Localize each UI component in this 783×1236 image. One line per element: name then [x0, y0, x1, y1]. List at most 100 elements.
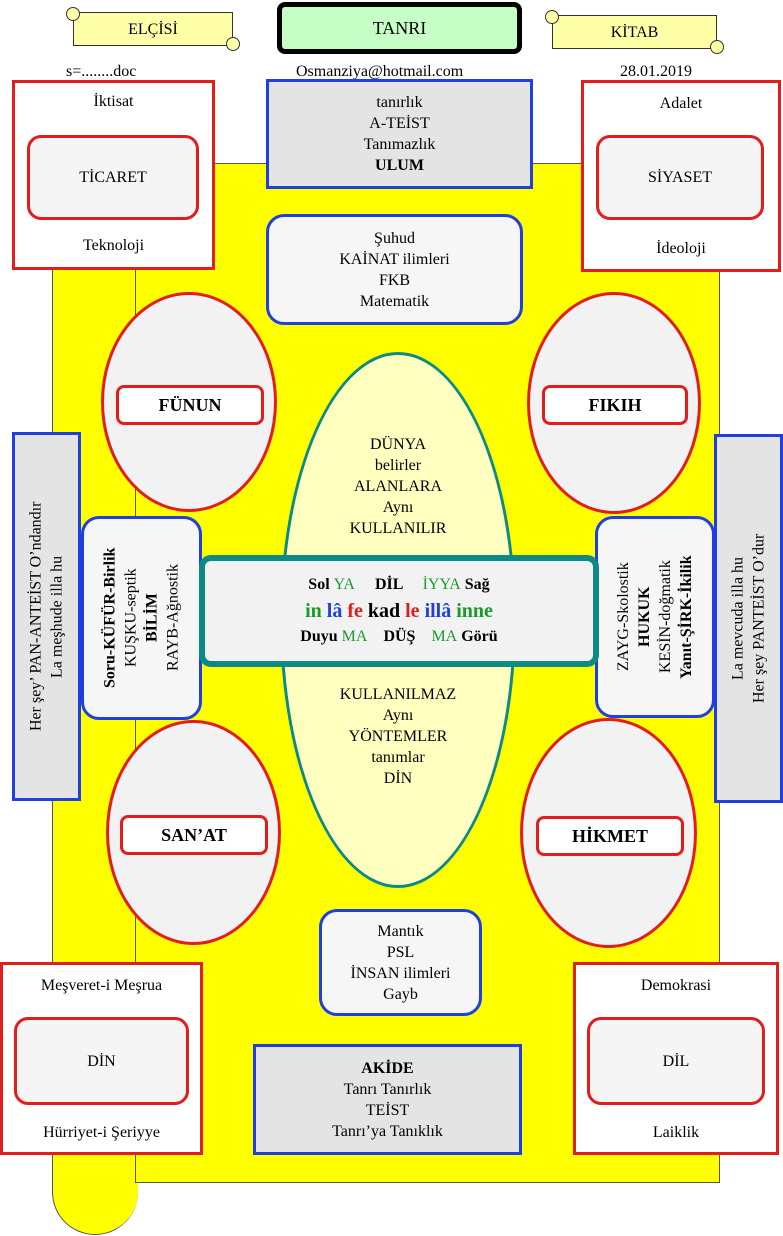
- bilim-line-3: BİLİM: [143, 593, 161, 643]
- funun-ellipse: FÜNUN: [101, 292, 277, 512]
- kainat-line-2: KAİNAT ilimleri: [339, 250, 450, 268]
- email-note: Osmanziya@hotmail.com: [296, 63, 464, 80]
- insan-line-1: Mantık: [377, 922, 424, 940]
- formula-row-3: Duyu MA DÜŞ MA Görü: [300, 625, 497, 649]
- corner-inner-text: TİCARET: [79, 169, 147, 186]
- bottom-right-corner-box: Demokrasi DİL Laiklik: [573, 962, 779, 1155]
- formula-word: YA: [333, 576, 355, 593]
- formula-word: Duyu: [300, 628, 338, 645]
- top-left-corner-box: İktisat TİCARET Teknoloji: [12, 80, 215, 270]
- akide-line-3: TEİST: [365, 1101, 410, 1119]
- formula-word: fe: [347, 600, 363, 622]
- left-banner-text: ELÇİSİ: [128, 20, 178, 38]
- corner-top-text: Demokrasi: [640, 977, 712, 994]
- siyaset-box: SİYASET: [596, 135, 764, 220]
- formula-word: in: [305, 600, 322, 622]
- formula-word: İYYA: [422, 576, 461, 593]
- insan-box: Mantık PSL İNSAN ilimleri Gayb: [319, 909, 482, 1016]
- formula-word: DİL: [374, 576, 403, 593]
- hukuk-line-1: ZAYG-Skolostik: [615, 562, 632, 672]
- corner-inner-text: DİL: [662, 1052, 690, 1070]
- akide-line-4: Tanrı’ya Tanıklık: [332, 1122, 443, 1140]
- kainat-line-3: FKB: [378, 271, 411, 289]
- corner-top-text: Adalet: [659, 95, 703, 112]
- corner-bottom-text: Laiklik: [652, 1124, 700, 1141]
- formula-word: Görü: [461, 628, 498, 645]
- panteist-text: La mevcuda illa hu Her şey PANTEİST O’du…: [717, 437, 780, 800]
- center-ellipse-top-text: DÜNYA belirler ALANLARA Aynı KULLANILIR: [280, 434, 516, 539]
- left-note: s=........doc: [66, 63, 137, 80]
- formula-word: lâ: [326, 600, 343, 622]
- sanat-label: SAN’AT: [161, 824, 227, 845]
- ticaret-box: TİCARET: [27, 135, 199, 220]
- ellipse-top-line: KULLANILIR: [349, 520, 447, 537]
- formula-word: inne: [456, 600, 493, 622]
- corner-top-text: İktisat: [93, 93, 134, 110]
- bilim-text: Soru-KÜFÜR-Birlik KUŞKU-septik BİLİM RAY…: [84, 519, 199, 717]
- corner-bottom-text: Teknoloji: [82, 237, 145, 254]
- formula-word: Sol: [308, 576, 330, 593]
- kainat-line-4: Matematik: [359, 292, 430, 310]
- formula-row-2: in lâ fe kad le illâ inne: [305, 597, 493, 625]
- din-box: DİN: [14, 1017, 189, 1105]
- ellipse-bottom-line: YÖNTEMLER: [348, 728, 448, 745]
- formula-word: MA: [341, 628, 368, 645]
- bottom-left-corner-box: Meşveret-i Meşrua DİN Hürriyet-i Şeriyye: [0, 962, 203, 1155]
- corner-inner-text: SİYASET: [647, 169, 712, 186]
- center-title-box: TANRI: [277, 2, 522, 54]
- ulum-line-1: tanırlık: [376, 94, 423, 111]
- hukuk-box: ZAYG-Skolostik HUKUK KESİN-doğmatik Yanı…: [595, 516, 715, 718]
- formula-word: Sağ: [464, 576, 490, 593]
- fikih-label-box: FIKIH: [542, 385, 688, 425]
- hukuk-line-2: HUKUK: [636, 586, 653, 648]
- center-title: TANRI: [372, 17, 427, 38]
- pan-anteist-line-1: Her şey’ PAN-ANTEİST O’ndandır: [27, 501, 45, 732]
- right-banner-text: KİTAB: [610, 23, 659, 41]
- ulum-line-3: Tanımazlık: [363, 136, 436, 153]
- hukuk-line-4: Yanıt-ŞİRK-İkilik: [678, 555, 695, 679]
- right-banner: KİTAB: [545, 10, 724, 54]
- top-right-corner-box: Adalet SİYASET İdeoloji: [581, 80, 781, 272]
- formula-word: le: [405, 600, 420, 622]
- bilim-line-2: KUŞKU-septik: [122, 568, 140, 668]
- center-formula-box: Sol YA DİL İYYA Sağ in lâ fe kad le illâ…: [199, 555, 599, 667]
- ellipse-top-line: ALANLARA: [354, 478, 442, 495]
- ulum-line-2: A-TEİST: [369, 115, 430, 132]
- left-banner: ELÇİSİ: [66, 7, 240, 51]
- bilim-line-1: Soru-KÜFÜR-Birlik: [101, 547, 119, 689]
- corner-bottom-text: Hürriyet-i Şeriyye: [43, 1124, 160, 1141]
- hikmet-ellipse: HİKMET: [520, 718, 697, 948]
- akide-line-1: AKİDE: [361, 1059, 414, 1077]
- hukuk-line-3: KESİN-doğmatik: [657, 560, 674, 674]
- corner-bottom-text: İdeoloji: [656, 240, 706, 257]
- ellipse-top-line: Aynı: [382, 499, 414, 516]
- ellipse-bottom-line: tanımlar: [371, 749, 425, 766]
- funun-label: FÜNUN: [158, 394, 222, 415]
- formula-word: MA: [431, 628, 458, 645]
- corner-inner-text: DİN: [87, 1052, 116, 1070]
- panteist-box: La mevcuda illa hu Her şey PANTEİST O’du…: [714, 434, 783, 803]
- hukuk-text: ZAYG-Skolostik HUKUK KESİN-doğmatik Yanı…: [598, 519, 712, 715]
- ellipse-top-line: belirler: [374, 457, 422, 474]
- pan-anteist-line-2: La meşhude illa hu: [48, 555, 66, 678]
- formula-word: DÜŞ: [383, 628, 416, 645]
- bilim-line-4: RAYB-Ağnostik: [164, 564, 182, 672]
- bilim-box: Soru-KÜFÜR-Birlik KUŞKU-septik BİLİM RAY…: [81, 516, 202, 720]
- panteist-line-1: La mevcuda illa hu: [729, 556, 747, 681]
- formula-word: illâ: [424, 600, 452, 622]
- fikih-ellipse: FIKIH: [527, 292, 701, 514]
- sanat-ellipse: SAN’AT: [106, 720, 281, 945]
- sanat-label-box: SAN’AT: [120, 815, 268, 855]
- akide-box: AKİDE Tanrı Tanırlık TEİST Tanrı’ya Tanı…: [253, 1044, 522, 1155]
- insan-line-3: İNSAN ilimleri: [350, 964, 451, 982]
- akide-line-2: Tanrı Tanırlık: [343, 1080, 432, 1098]
- ellipse-top-line: DÜNYA: [370, 436, 426, 453]
- corner-top-text: Meşveret-i Meşrua: [40, 977, 163, 994]
- hikmet-label: HİKMET: [571, 825, 648, 846]
- hikmet-label-box: HİKMET: [536, 816, 684, 856]
- formula-word: kad: [367, 600, 401, 622]
- dil-box: DİL: [587, 1017, 765, 1105]
- insan-line-4: Gayb: [383, 985, 418, 1003]
- pan-anteist-text: Her şey’ PAN-ANTEİST O’ndandır La meşhud…: [15, 435, 78, 798]
- formula-row-1: Sol YA DİL İYYA Sağ: [308, 573, 489, 597]
